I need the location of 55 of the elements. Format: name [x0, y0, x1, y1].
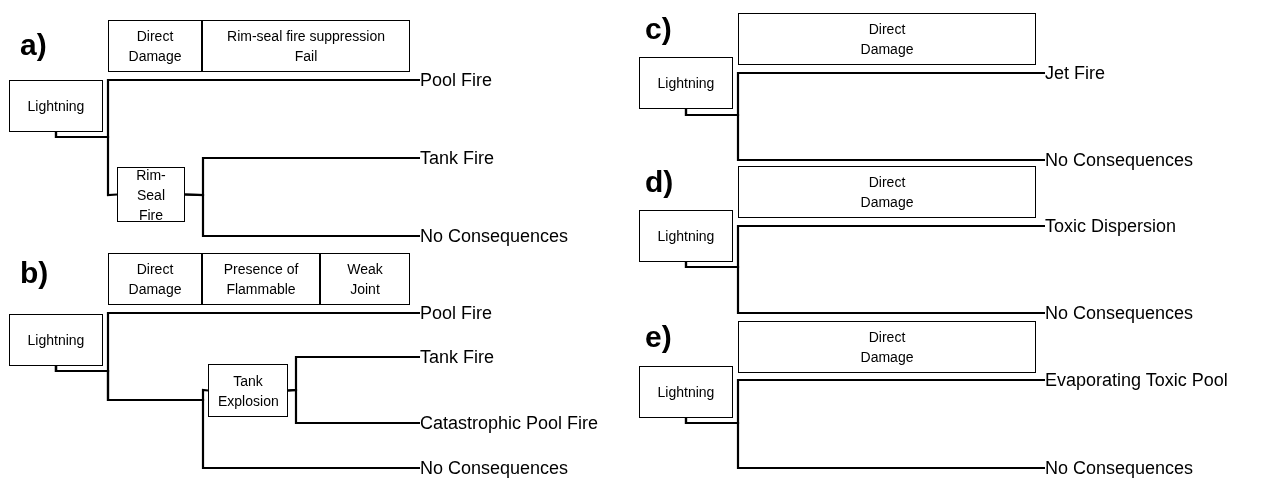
column-header-box [738, 13, 1036, 65]
event-box [639, 57, 733, 109]
event-text: Lightning [657, 383, 715, 402]
outcome-text: No Consequences [1045, 457, 1194, 478]
outcome-text: Evaporating Toxic Pool [1045, 369, 1228, 391]
column-header-text: Direct Damage [859, 328, 915, 367]
event-text: Lightning [27, 97, 85, 116]
event-text: Tank Explosion [218, 371, 278, 411]
outcome-text: No Consequences [420, 457, 569, 478]
event-text: Lightning [657, 74, 715, 93]
event-text: Rim-Seal Fire [135, 165, 167, 225]
column-header-box [108, 253, 202, 305]
event-box [117, 167, 185, 222]
column-header-box [108, 20, 202, 72]
branch-line [184, 193, 420, 238]
panel-label: e) [645, 320, 672, 354]
column-header-text: Direct Damage [127, 260, 183, 299]
panel-label: a) [20, 28, 47, 62]
outcome-text: No Consequences [1045, 302, 1194, 324]
branch-line [684, 418, 1045, 470]
outcome-text: Toxic Dispersion [1045, 215, 1177, 237]
event-text: Lightning [27, 331, 85, 350]
column-header-box [202, 20, 410, 72]
outcome-text: No Consequences [420, 225, 569, 247]
branch-line [54, 132, 118, 197]
outcome-text: Tank Fire [420, 147, 495, 169]
column-header-text: Direct Damage [859, 173, 915, 212]
column-header-text: Direct Damage [859, 20, 915, 59]
outcome-text: Pool Fire [420, 69, 493, 91]
event-text: Lightning [657, 227, 715, 246]
panel-label: b) [20, 256, 49, 290]
column-header-text: Rim-seal fire suppression Fail [226, 27, 386, 66]
outcome-text: Jet Fire [1045, 62, 1105, 84]
event-box [9, 314, 103, 366]
event-box [639, 366, 733, 418]
outcome-text: Catastrophic Pool Fire [420, 412, 599, 434]
outcome-text: Tank Fire [420, 346, 495, 368]
event-box [208, 364, 288, 417]
column-header-box [202, 253, 320, 305]
panel-label: d) [645, 165, 674, 199]
branch-line [684, 109, 1045, 162]
event-box [639, 210, 733, 262]
column-header-text: Weak Joint [346, 260, 384, 299]
branch-line [684, 262, 1045, 315]
event-box [9, 80, 103, 132]
column-header-box [738, 166, 1036, 218]
column-header-text: Direct Damage [127, 27, 183, 66]
column-header-text: Presence of Flammable [222, 260, 300, 299]
column-header-box [320, 253, 410, 305]
branch-line [54, 366, 420, 470]
column-header-box [738, 321, 1036, 373]
outcome-text: No Consequences [1045, 149, 1194, 171]
branch-line [287, 388, 420, 425]
outcome-text: Pool Fire [420, 302, 493, 324]
panel-label: c) [645, 12, 672, 46]
